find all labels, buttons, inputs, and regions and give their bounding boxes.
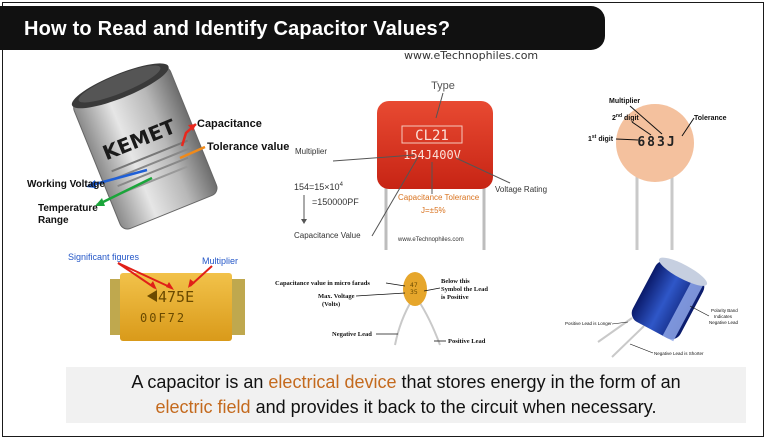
tantalum-multiplier-label: Multiplier	[202, 256, 238, 266]
bead-below-symbol-1: Below this	[441, 278, 470, 285]
film-capacitance-tolerance-label: Capacitance Tolerance	[398, 193, 480, 202]
tantalum-code-bottom: 00F72	[140, 311, 186, 325]
caption-part-2: that stores energy in the form of an	[396, 372, 681, 392]
electrolytic-annotations: Polarity Band Indicates Negative Lead Po…	[565, 305, 739, 356]
bead-capacitor: 47 35	[394, 272, 441, 346]
electrolytic-negative-shorter: Negative Lead is Shorter	[654, 351, 704, 356]
page-title: How to Read and Identify Capacitor Value…	[24, 18, 451, 40]
tantalum-polarity-mark	[147, 290, 157, 302]
ceramic-annotations: Multiplier 2nd digit 1st digit Tolerance	[588, 98, 727, 143]
bead-positive-lead-label: Positive Lead	[448, 338, 486, 345]
bead-marking-bottom: 35	[410, 289, 418, 296]
website-label: www.eTechnophiles.com	[404, 49, 539, 62]
bead-marking-top: 47	[410, 282, 418, 289]
bead-below-symbol-3: is Positive	[441, 294, 469, 301]
kemet-temperature-label-2: Range	[38, 215, 69, 226]
ceramic-multiplier-label: Multiplier	[609, 98, 640, 105]
film-capacitance-value-label: Capacitance Value	[294, 231, 361, 240]
tantalum-code-top: 475E	[158, 288, 194, 306]
voltage-arrow-head	[86, 180, 96, 188]
kemet-working-voltage-label: Working Voltage	[27, 179, 105, 190]
bead-max-voltage-label-1: Max. Voltage	[318, 293, 355, 300]
tantalum-significant-figures-label: Significant figures	[68, 252, 140, 262]
bead-capacitance-label: Capacitance value in micro farads	[275, 280, 370, 287]
film-type-label: Type	[431, 80, 455, 92]
film-capacitor: CL21 154J400V	[377, 101, 493, 250]
temperature-arrow-line	[96, 176, 153, 207]
kemet-capacitance-label: Capacitance	[197, 118, 262, 130]
ceramic-capacitor: 683J	[616, 104, 694, 250]
kemet-temperature-label-1: Temperature	[38, 203, 98, 214]
caption-text: A capacitor is an electrical device that…	[66, 370, 746, 420]
caption-part-3: and provides it back to the circuit when…	[250, 397, 657, 417]
ceramic-code: 683J	[637, 135, 676, 150]
kemet-annotations: Capacitance Tolerance value Working Volt…	[27, 118, 289, 226]
ceramic-tolerance-label: Tolerance	[694, 115, 727, 122]
bead-below-symbol-2: Symbol the Lead	[441, 286, 488, 293]
film-annotations: Type Multiplier 154=15×104 =150000PF Cap…	[294, 80, 547, 243]
image-frame	[2, 2, 764, 437]
caption-box: A capacitor is an electrical device that…	[66, 367, 746, 423]
electrolytic-polarity-2: Indicates	[714, 314, 733, 319]
film-result: =150000PF	[312, 197, 359, 207]
film-tolerance-value: J=±5%	[421, 206, 446, 215]
ceramic-first-digit-label: 1st digit	[588, 134, 614, 143]
caption-highlight-electric-field: electric field	[155, 397, 251, 417]
film-multiplier-label: Multiplier	[295, 147, 327, 156]
bead-max-voltage-label-2: (Volts)	[322, 301, 340, 308]
bead-negative-lead-label: Negative Lead	[332, 331, 372, 338]
film-marking-top: CL21	[415, 128, 449, 144]
tantalum-capacitor: 475E 00F72	[110, 273, 245, 341]
kemet-tolerance-label: Tolerance value	[207, 141, 289, 153]
ceramic-second-digit-label: 2nd digit	[612, 113, 639, 122]
film-voltage-rating-label: Voltage Rating	[495, 185, 547, 194]
electrolytic-polarity-3: Negative Lead	[709, 320, 739, 325]
tantalum-annotations: Significant figures Multiplier	[68, 252, 238, 290]
capacitance-arrow-head	[188, 124, 196, 131]
film-formula: 154=15×104	[294, 182, 344, 192]
temperature-arrow-head	[95, 198, 105, 206]
electrolytic-polarity-1: Polarity Band	[711, 308, 738, 313]
title-banner: How to Read and Identify Capacitor Value…	[0, 6, 605, 50]
caption-highlight-electrical-device: electrical device	[268, 372, 397, 392]
kemet-capacitor: KEMET	[71, 63, 218, 230]
film-watermark: www.eTechnophiles.com	[397, 237, 464, 243]
bead-annotations: Capacitance value in micro farads Max. V…	[275, 278, 488, 345]
tolerance-arrow-line	[179, 145, 206, 160]
voltage-arrow-line	[87, 168, 148, 188]
electrolytic-capacitor	[597, 257, 708, 358]
caption-part-1: A capacitor is an	[131, 372, 269, 392]
electrolytic-positive-longer: Positive Lead is Longer	[565, 321, 612, 326]
